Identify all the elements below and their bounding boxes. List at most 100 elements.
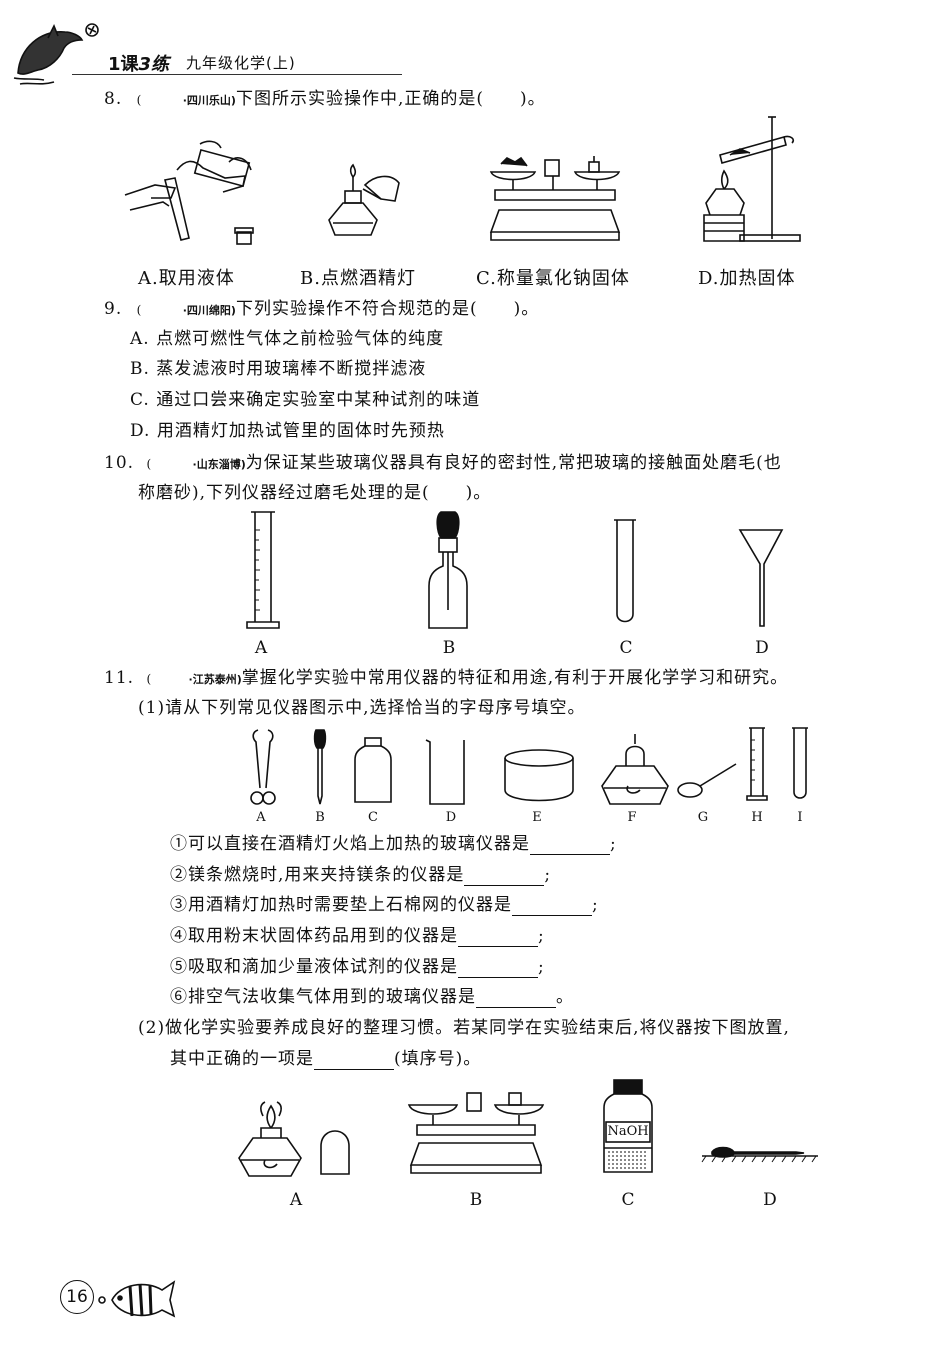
q11-item-3-blank[interactable] bbox=[512, 899, 592, 916]
q11-2-label-a: A bbox=[289, 1190, 303, 1210]
q10-label-a: A bbox=[254, 638, 268, 658]
q11b-dropper-figure bbox=[313, 729, 327, 805]
q9-source: ·四川绵阳) bbox=[182, 304, 236, 317]
q8-num: 8. bbox=[104, 89, 123, 109]
fish-icon bbox=[98, 1280, 176, 1318]
q10b-dropper-bottle-figure bbox=[428, 511, 468, 629]
q10-stem: 10. ( ·山东淄博)为保证某些玻璃仪器具有良好的密封性,常把玻璃的接触面处磨… bbox=[104, 452, 782, 476]
q11-part2-line1: (2)做化学实验要养成良好的整理习惯。若某同学在实验结束后,将仪器按下图放置, bbox=[138, 1018, 790, 1038]
q10-label-b: B bbox=[442, 638, 456, 658]
q11-item-3: ③用酒精灯加热时需要垫上石棉网的仪器是; bbox=[170, 894, 599, 916]
brand-b: 3练 bbox=[138, 54, 170, 75]
q9-option-b: B. 蒸发滤液时用玻璃棒不断搅拌滤液 bbox=[130, 359, 427, 379]
q11-item-5: ⑤吸取和滴加少量液体试剂的仪器是; bbox=[170, 956, 545, 978]
q11-2-label-b: B bbox=[469, 1190, 483, 1210]
q11-part2-hint: (填序号)。 bbox=[394, 1049, 482, 1069]
q10-stem-line2: 称磨砂),下列仪器经过磨毛处理的是( )。 bbox=[138, 483, 492, 503]
q11-stem: 11. ( ·江苏泰州)掌握化学实验中常用仪器的特征和用途,有利于开展化学学习和… bbox=[104, 667, 788, 691]
q11-item-2-end: ; bbox=[544, 865, 552, 885]
q11-num: 11. bbox=[104, 668, 135, 688]
q11-item-1-end: ; bbox=[610, 834, 617, 854]
q10c-test-tube-figure bbox=[614, 519, 636, 623]
q8-source: ·四川乐山) bbox=[182, 94, 236, 107]
q10a-graduated-cylinder-figure bbox=[246, 511, 280, 629]
q11-2-label-c: C bbox=[621, 1190, 635, 1210]
q11-2-label-d: D bbox=[763, 1190, 777, 1210]
q11-part2-blank[interactable] bbox=[314, 1053, 394, 1070]
naoh-label: NaOH bbox=[607, 1124, 649, 1139]
q9-stem-text: 下列实验操作不符合规范的是( )。 bbox=[235, 299, 540, 319]
q11-2a-lamp-and-cap-figure bbox=[238, 1101, 350, 1177]
q11-item-4-text: ④取用粉末状固体药品用到的仪器是 bbox=[170, 926, 458, 946]
header-brand: 1课3练 bbox=[108, 50, 169, 76]
instrument-label-a: A bbox=[256, 810, 266, 825]
q11-2b-balance-figure bbox=[407, 1092, 545, 1174]
q11-item-2-text: ②镁条燃烧时,用来夹持镁条的仪器是 bbox=[170, 865, 465, 885]
instrument-label-g: G bbox=[697, 810, 709, 825]
q9-option-a: A. 点燃可燃性气体之前检验气体的纯度 bbox=[130, 329, 445, 349]
instrument-label-e: E bbox=[532, 810, 542, 825]
q11-item-3-end: ; bbox=[592, 895, 599, 915]
q11-item-5-blank[interactable] bbox=[458, 961, 538, 978]
q10-source: ·山东淄博) bbox=[192, 458, 246, 471]
q11-item-6-end: 。 bbox=[556, 987, 574, 1007]
dolphin-logo-icon bbox=[13, 23, 99, 85]
q11-open: ( bbox=[146, 672, 153, 686]
q11-2c-naoh-bottle-figure bbox=[603, 1079, 653, 1173]
q9-stem: 9. ( ·四川绵阳)下列实验操作不符合规范的是( )。 bbox=[104, 298, 539, 322]
q11-part1: (1)请从下列常见仪器图示中,选择恰当的字母序号填空。 bbox=[138, 698, 586, 718]
q11-item-2-blank[interactable] bbox=[464, 869, 545, 886]
q11h-graduated-cylinder-figure bbox=[746, 727, 768, 801]
q11-part2-text: 其中正确的一项是 bbox=[170, 1049, 314, 1069]
q11d-beaker-figure bbox=[425, 739, 465, 805]
q11-stem-text: 掌握化学实验中常用仪器的特征和用途,有利于开展化学学习和研究。 bbox=[241, 668, 789, 688]
q11-item-4-blank[interactable] bbox=[458, 930, 538, 947]
q10-num: 10. bbox=[104, 453, 135, 473]
q10-label-d: D bbox=[755, 638, 769, 658]
q8-stem: 8. ( ·四川乐山)下图所示实验操作中,正确的是( )。 bbox=[104, 88, 546, 112]
q9-open: ( bbox=[136, 303, 143, 317]
instrument-label-b: B bbox=[315, 810, 325, 825]
q11-item-4: ④取用粉末状固体药品用到的仪器是; bbox=[170, 925, 545, 947]
q11f-alcohol-lamp-figure bbox=[601, 734, 669, 805]
q11-item-5-text: ⑤吸取和滴加少量液体试剂的仪器是 bbox=[170, 957, 458, 977]
q8-option-b: B.点燃酒精灯 bbox=[300, 268, 416, 289]
q10d-funnel-figure bbox=[738, 529, 784, 627]
q11-part2-line2: 其中正确的一项是 (填序号)。 bbox=[170, 1048, 481, 1070]
q10-stem-line1: 为保证某些玻璃仪器具有良好的密封性,常把玻璃的接触面处磨毛(也 bbox=[245, 453, 782, 473]
q11-source: ·江苏泰州) bbox=[188, 673, 242, 686]
q11a-crucible-tongs-figure bbox=[250, 729, 276, 805]
q8d-heating-solid-figure bbox=[703, 116, 801, 242]
q11-item-1-blank[interactable] bbox=[530, 838, 610, 855]
q8a-pouring-liquid-figure bbox=[124, 140, 254, 245]
q11-item-6-blank[interactable] bbox=[476, 991, 556, 1008]
q8-option-a: A.取用液体 bbox=[138, 268, 235, 289]
instrument-label-d: D bbox=[445, 810, 457, 825]
q8-open: ( bbox=[136, 93, 143, 107]
page-number: 16 bbox=[66, 1287, 88, 1307]
q11-item-6: ⑥排空气法收集气体用到的玻璃仪器是。 bbox=[170, 986, 574, 1008]
q11e-evaporating-dish-figure bbox=[504, 749, 574, 802]
q11-item-3-text: ③用酒精灯加热时需要垫上石棉网的仪器是 bbox=[170, 895, 512, 915]
q11-2d-dropper-on-table-figure bbox=[701, 1146, 818, 1163]
q8-option-c: C.称量氯化钠固体 bbox=[476, 268, 630, 289]
q8c-balance-figure bbox=[489, 156, 621, 241]
instrument-label-i: I bbox=[797, 810, 803, 825]
instrument-label-h: H bbox=[751, 810, 763, 825]
q11-item-5-end: ; bbox=[538, 957, 545, 977]
header-rule bbox=[72, 74, 402, 75]
q10-label-c: C bbox=[619, 638, 633, 658]
brand-a: 1课 bbox=[108, 54, 139, 75]
q11-item-1: ①可以直接在酒精灯火焰上加热的玻璃仪器是; bbox=[170, 833, 617, 855]
q8-stem-text: 下图所示实验操作中,正确的是( )。 bbox=[235, 89, 546, 109]
instrument-label-c: C bbox=[368, 810, 378, 825]
book-title: 九年级化学(上) bbox=[186, 54, 296, 72]
q11c-wide-mouth-bottle-figure bbox=[354, 737, 392, 803]
q8-option-d: D.加热固体 bbox=[698, 268, 796, 289]
page-number-badge: 16 bbox=[60, 1280, 94, 1314]
instrument-label-f: F bbox=[627, 810, 637, 825]
q11-item-2: ②镁条燃烧时,用来夹持镁条的仪器是; bbox=[170, 864, 551, 886]
q9-option-d: D. 用酒精灯加热试管里的固体时先预热 bbox=[130, 421, 445, 441]
q10-open: ( bbox=[146, 457, 153, 471]
q11i-test-tube-figure bbox=[792, 727, 808, 799]
